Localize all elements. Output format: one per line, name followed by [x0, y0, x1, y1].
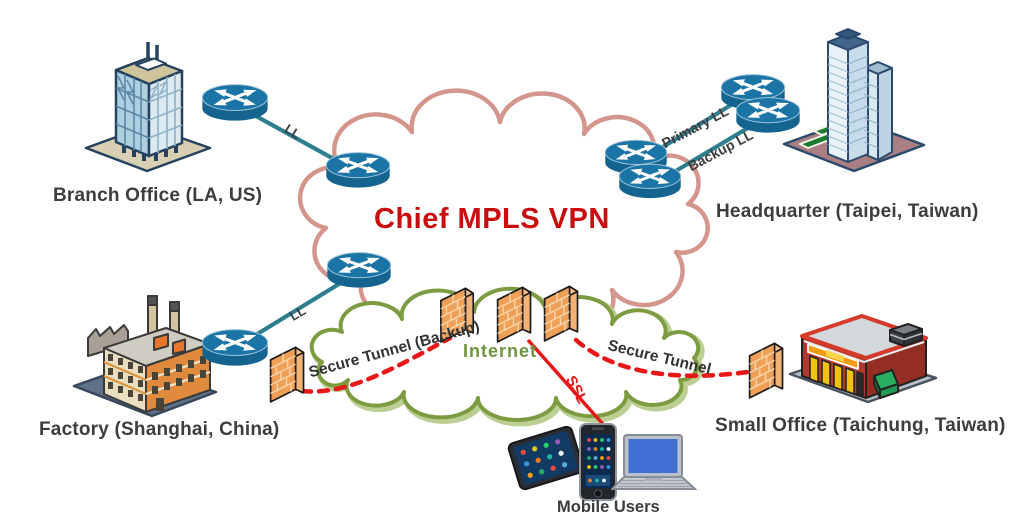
site-label-small-office: Small Office (Taichung, Taiwan) [715, 415, 1006, 436]
site-label-headquarter: Headquarter (Taipei, Taiwan) [716, 201, 979, 222]
laptop-icon [611, 434, 696, 490]
tablet-icon [506, 424, 586, 492]
router-icon-mpls-right-2 [618, 162, 682, 200]
site-label-mobile-users: Mobile Users [557, 498, 660, 516]
link-secure-tunnel [573, 337, 751, 378]
mpls-cloud-title: Chief MPLS VPN [374, 203, 610, 235]
firewall-icon-factory [269, 346, 305, 403]
office-building-icon [84, 40, 212, 173]
internet-cloud [309, 286, 705, 427]
link-secure-tunnel-backup [299, 335, 453, 394]
factory-icon [72, 294, 218, 418]
shop-icon [788, 314, 938, 404]
router-icon-mpls-left-top [325, 151, 391, 190]
router-icon-branch [201, 83, 269, 123]
internet-cloud-label: Internet [463, 341, 538, 361]
link-ssl [526, 338, 611, 433]
site-label-factory: Factory (Shanghai, China) [39, 419, 280, 440]
router-icon-factory [201, 328, 269, 368]
link-factory-ll [243, 273, 355, 344]
smartphone-icon [579, 423, 617, 501]
site-label-branch-office: Branch Office (LA, US) [53, 185, 263, 206]
router-icon-mpls-left-bottom [326, 251, 392, 290]
skyscraper-icon [782, 27, 926, 173]
firewall-icon-small-office [748, 342, 784, 399]
